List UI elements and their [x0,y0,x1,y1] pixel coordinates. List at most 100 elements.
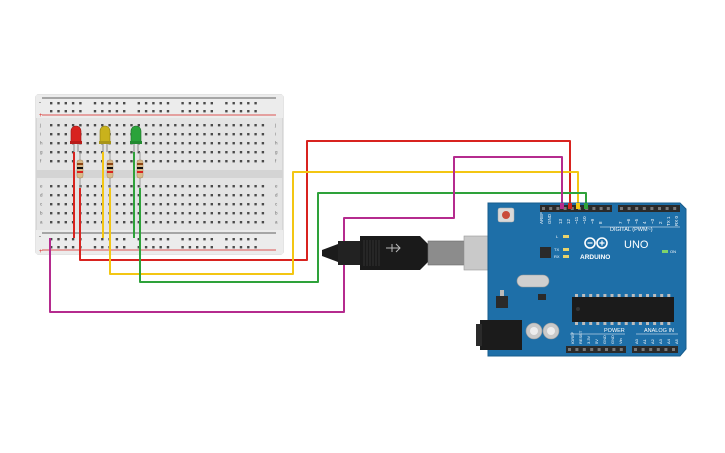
rail-hole[interactable] [123,110,126,113]
header-pin[interactable] [673,207,677,210]
terminal-hole[interactable] [181,160,184,163]
rail-hole[interactable] [50,102,53,105]
terminal-hole[interactable] [144,142,148,145]
terminal-hole[interactable] [247,160,250,163]
terminal-hole[interactable] [123,151,126,154]
terminal-hole[interactable] [203,151,206,154]
terminal-hole[interactable] [232,151,235,154]
rail-hole[interactable] [210,102,213,105]
wire-red-pin13[interactable] [79,140,571,261]
terminal-hole[interactable] [123,124,126,127]
rail-hole[interactable] [64,102,67,105]
terminal-hole[interactable] [239,124,243,127]
led-yellow[interactable] [99,125,111,152]
header-pin[interactable] [605,348,608,351]
terminal-hole[interactable] [188,133,192,136]
rail-hole[interactable] [115,110,119,113]
terminal-hole[interactable] [181,133,184,136]
rail-hole[interactable] [232,246,235,249]
terminal-hole[interactable] [50,160,53,163]
rail-hole[interactable] [232,238,235,241]
terminal-hole[interactable] [188,160,192,163]
terminal-hole[interactable] [261,142,265,145]
terminal-hole[interactable] [174,151,177,154]
terminal-hole[interactable] [239,203,243,206]
rail-hole[interactable] [50,246,53,249]
rail-hole[interactable] [254,110,257,113]
terminal-hole[interactable] [93,185,97,188]
terminal-hole[interactable] [203,133,206,136]
terminal-hole[interactable] [86,203,89,206]
terminal-hole[interactable] [152,212,155,215]
header-pin[interactable] [620,207,623,210]
terminal-hole[interactable] [144,133,148,136]
terminal-hole[interactable] [144,212,148,215]
terminal-hole[interactable] [101,124,104,127]
rail-hole[interactable] [188,238,192,241]
terminal-hole[interactable] [174,142,177,145]
rail-hole[interactable] [239,238,243,241]
rail-hole[interactable] [93,246,97,249]
terminal-hole[interactable] [210,151,213,154]
power-jack[interactable] [480,320,522,350]
rail-hole[interactable] [188,246,192,249]
rail-hole[interactable] [152,110,155,113]
terminal-hole[interactable] [159,194,162,197]
terminal-hole[interactable] [86,160,89,163]
terminal-hole[interactable] [152,221,155,224]
rail-hole[interactable] [225,110,228,113]
terminal-hole[interactable] [188,185,192,188]
terminal-hole[interactable] [159,203,162,206]
power-header[interactable] [566,346,626,353]
terminal-hole[interactable] [181,124,184,127]
terminal-hole[interactable] [239,151,243,154]
terminal-hole[interactable] [239,212,243,215]
terminal-hole[interactable] [188,142,192,145]
rail-hole[interactable] [166,102,170,105]
rail-hole[interactable] [71,102,75,105]
terminal-hole[interactable] [210,142,213,145]
header-pin[interactable] [599,207,603,210]
terminal-hole[interactable] [115,151,119,154]
terminal-hole[interactable] [64,124,67,127]
terminal-hole[interactable] [152,124,155,127]
rail-hole[interactable] [93,238,97,241]
rail-hole[interactable] [144,102,148,105]
terminal-hole[interactable] [188,151,192,154]
terminal-hole[interactable] [137,212,140,215]
terminal-hole[interactable] [166,151,170,154]
terminal-hole[interactable] [232,124,235,127]
terminal-hole[interactable] [93,194,97,197]
rail-hole[interactable] [123,238,126,241]
rail-hole[interactable] [71,246,75,249]
rail-hole[interactable] [108,102,111,105]
terminal-hole[interactable] [188,124,192,127]
rail-hole[interactable] [159,102,162,105]
terminal-hole[interactable] [64,142,67,145]
terminal-hole[interactable] [93,203,97,206]
header-pin[interactable] [665,207,669,210]
terminal-hole[interactable] [57,142,60,145]
terminal-hole[interactable] [217,151,221,154]
terminal-hole[interactable] [254,151,257,154]
rail-hole[interactable] [79,102,82,105]
header-pin[interactable] [649,348,653,351]
header-pin[interactable] [549,207,553,210]
rail-hole[interactable] [203,238,206,241]
terminal-hole[interactable] [181,185,184,188]
terminal-hole[interactable] [210,160,213,163]
terminal-hole[interactable] [210,124,213,127]
terminal-hole[interactable] [86,194,89,197]
terminal-hole[interactable] [115,133,119,136]
terminal-hole[interactable] [159,221,162,224]
terminal-hole[interactable] [247,142,250,145]
terminal-hole[interactable] [50,212,53,215]
header-pin[interactable] [592,207,596,210]
terminal-hole[interactable] [217,185,221,188]
terminal-hole[interactable] [181,221,184,224]
terminal-hole[interactable] [261,221,265,224]
header-pin[interactable] [658,207,661,210]
terminal-hole[interactable] [203,160,206,163]
rail-hole[interactable] [93,102,97,105]
terminal-hole[interactable] [225,124,228,127]
